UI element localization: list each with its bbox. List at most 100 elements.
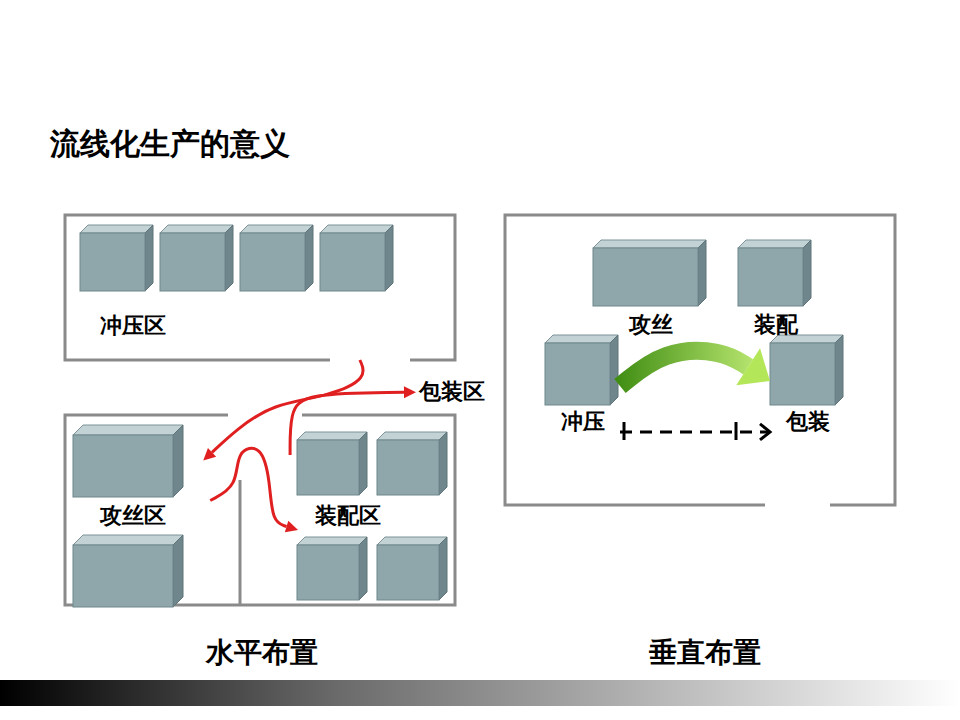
- layout-caption: 垂直布置: [649, 636, 761, 670]
- machine-cube: [297, 432, 367, 495]
- area-label: 攻丝区: [100, 503, 166, 529]
- cube-front: [738, 248, 803, 306]
- cube-front: [240, 233, 305, 291]
- cube-front: [320, 233, 385, 291]
- slide-title: 流线化生产的意义: [50, 126, 290, 162]
- cube-front: [593, 248, 698, 306]
- machine-cube: [593, 240, 706, 306]
- cube-top: [297, 537, 367, 545]
- cube-side: [698, 240, 706, 306]
- cube-top: [73, 535, 183, 545]
- cube-front: [73, 435, 173, 497]
- cube-top: [80, 225, 153, 233]
- cube-side: [610, 335, 618, 405]
- cube-side: [305, 225, 313, 291]
- flow-arrow: [620, 430, 770, 433]
- machine-cube: [80, 225, 153, 291]
- vertical-room-wall: [505, 215, 895, 505]
- machine-cube: [770, 335, 843, 405]
- machine-cube: [377, 537, 447, 600]
- flow-arrow-group: [210, 448, 298, 532]
- tick: [735, 422, 738, 440]
- cube-side: [173, 425, 183, 497]
- machine-cube: [73, 535, 183, 607]
- cube-front: [297, 440, 359, 495]
- cube-side: [359, 537, 367, 600]
- flow-arrow-group: [620, 348, 770, 386]
- arrow-head: [203, 448, 216, 461]
- cube-front: [377, 545, 439, 600]
- arrow-head: [285, 521, 298, 532]
- assembly-area: 装配区: [240, 415, 455, 605]
- packing-station: 包装: [770, 333, 845, 435]
- cube-top: [738, 240, 811, 248]
- tapping-station: 攻丝: [593, 238, 708, 338]
- area-label: 包装: [786, 409, 830, 435]
- cube-side: [225, 225, 233, 291]
- flow-arrow: [212, 360, 363, 452]
- flow-arrow-group: [203, 360, 363, 461]
- cube-top: [297, 432, 367, 440]
- packing-area: 包装区: [416, 377, 488, 407]
- cube-front: [377, 440, 439, 495]
- layout-caption: 水平布置: [206, 636, 318, 670]
- cube-top: [377, 537, 447, 545]
- machine-cube: [240, 225, 313, 291]
- cube-side: [145, 225, 153, 291]
- cube-top: [377, 432, 447, 440]
- footer-bar: [0, 680, 960, 706]
- cube-front: [545, 343, 610, 405]
- machine-cube: [738, 240, 811, 306]
- cube-side: [835, 335, 843, 405]
- cube-front: [160, 233, 225, 291]
- flow-arrow-group: [290, 386, 416, 455]
- area-label: 冲压区: [100, 313, 166, 339]
- flow-arrow-group: [620, 424, 770, 440]
- flow-arrow: [620, 351, 748, 386]
- area-label: 攻丝: [629, 312, 673, 338]
- flow-arrow: [210, 448, 286, 526]
- stamping-area: 冲压区: [65, 215, 455, 360]
- assembly-station: 装配: [738, 238, 813, 338]
- flow-arrow: [290, 392, 404, 455]
- cube-top: [240, 225, 313, 233]
- cube-side: [803, 240, 811, 306]
- room-walls: [65, 215, 895, 605]
- cube-side: [439, 432, 447, 495]
- machine-cube: [297, 537, 367, 600]
- area-label: 装配: [754, 312, 798, 338]
- machine-cube: [377, 432, 447, 495]
- cube-top: [320, 225, 393, 233]
- machine-cube: [73, 425, 183, 497]
- cube-front: [73, 545, 173, 607]
- area-label: 包装区: [419, 379, 485, 405]
- cube-top: [160, 225, 233, 233]
- cube-front: [80, 233, 145, 291]
- cube-side: [173, 535, 183, 607]
- cube-side: [439, 537, 447, 600]
- machine-cube: [545, 335, 618, 405]
- arrow-head: [404, 386, 416, 398]
- room-divider: [239, 480, 242, 605]
- arrow-head: [760, 424, 770, 440]
- tapping-area: 攻丝区: [65, 415, 240, 605]
- cube-side: [385, 225, 393, 291]
- cube-front: [770, 343, 835, 405]
- arrow-head: [736, 348, 770, 385]
- area-label: 装配区: [315, 503, 381, 529]
- machines: [73, 225, 843, 607]
- cube-side: [359, 432, 367, 495]
- stamping-station: 冲压: [545, 333, 620, 435]
- stamping-room-wall: [65, 215, 455, 360]
- cube-top: [545, 335, 618, 343]
- cube-top: [73, 425, 183, 435]
- cube-front: [297, 545, 359, 600]
- machine-cube: [320, 225, 393, 291]
- area-label: 冲压: [561, 409, 605, 435]
- machine-cube: [160, 225, 233, 291]
- cube-top: [593, 240, 706, 248]
